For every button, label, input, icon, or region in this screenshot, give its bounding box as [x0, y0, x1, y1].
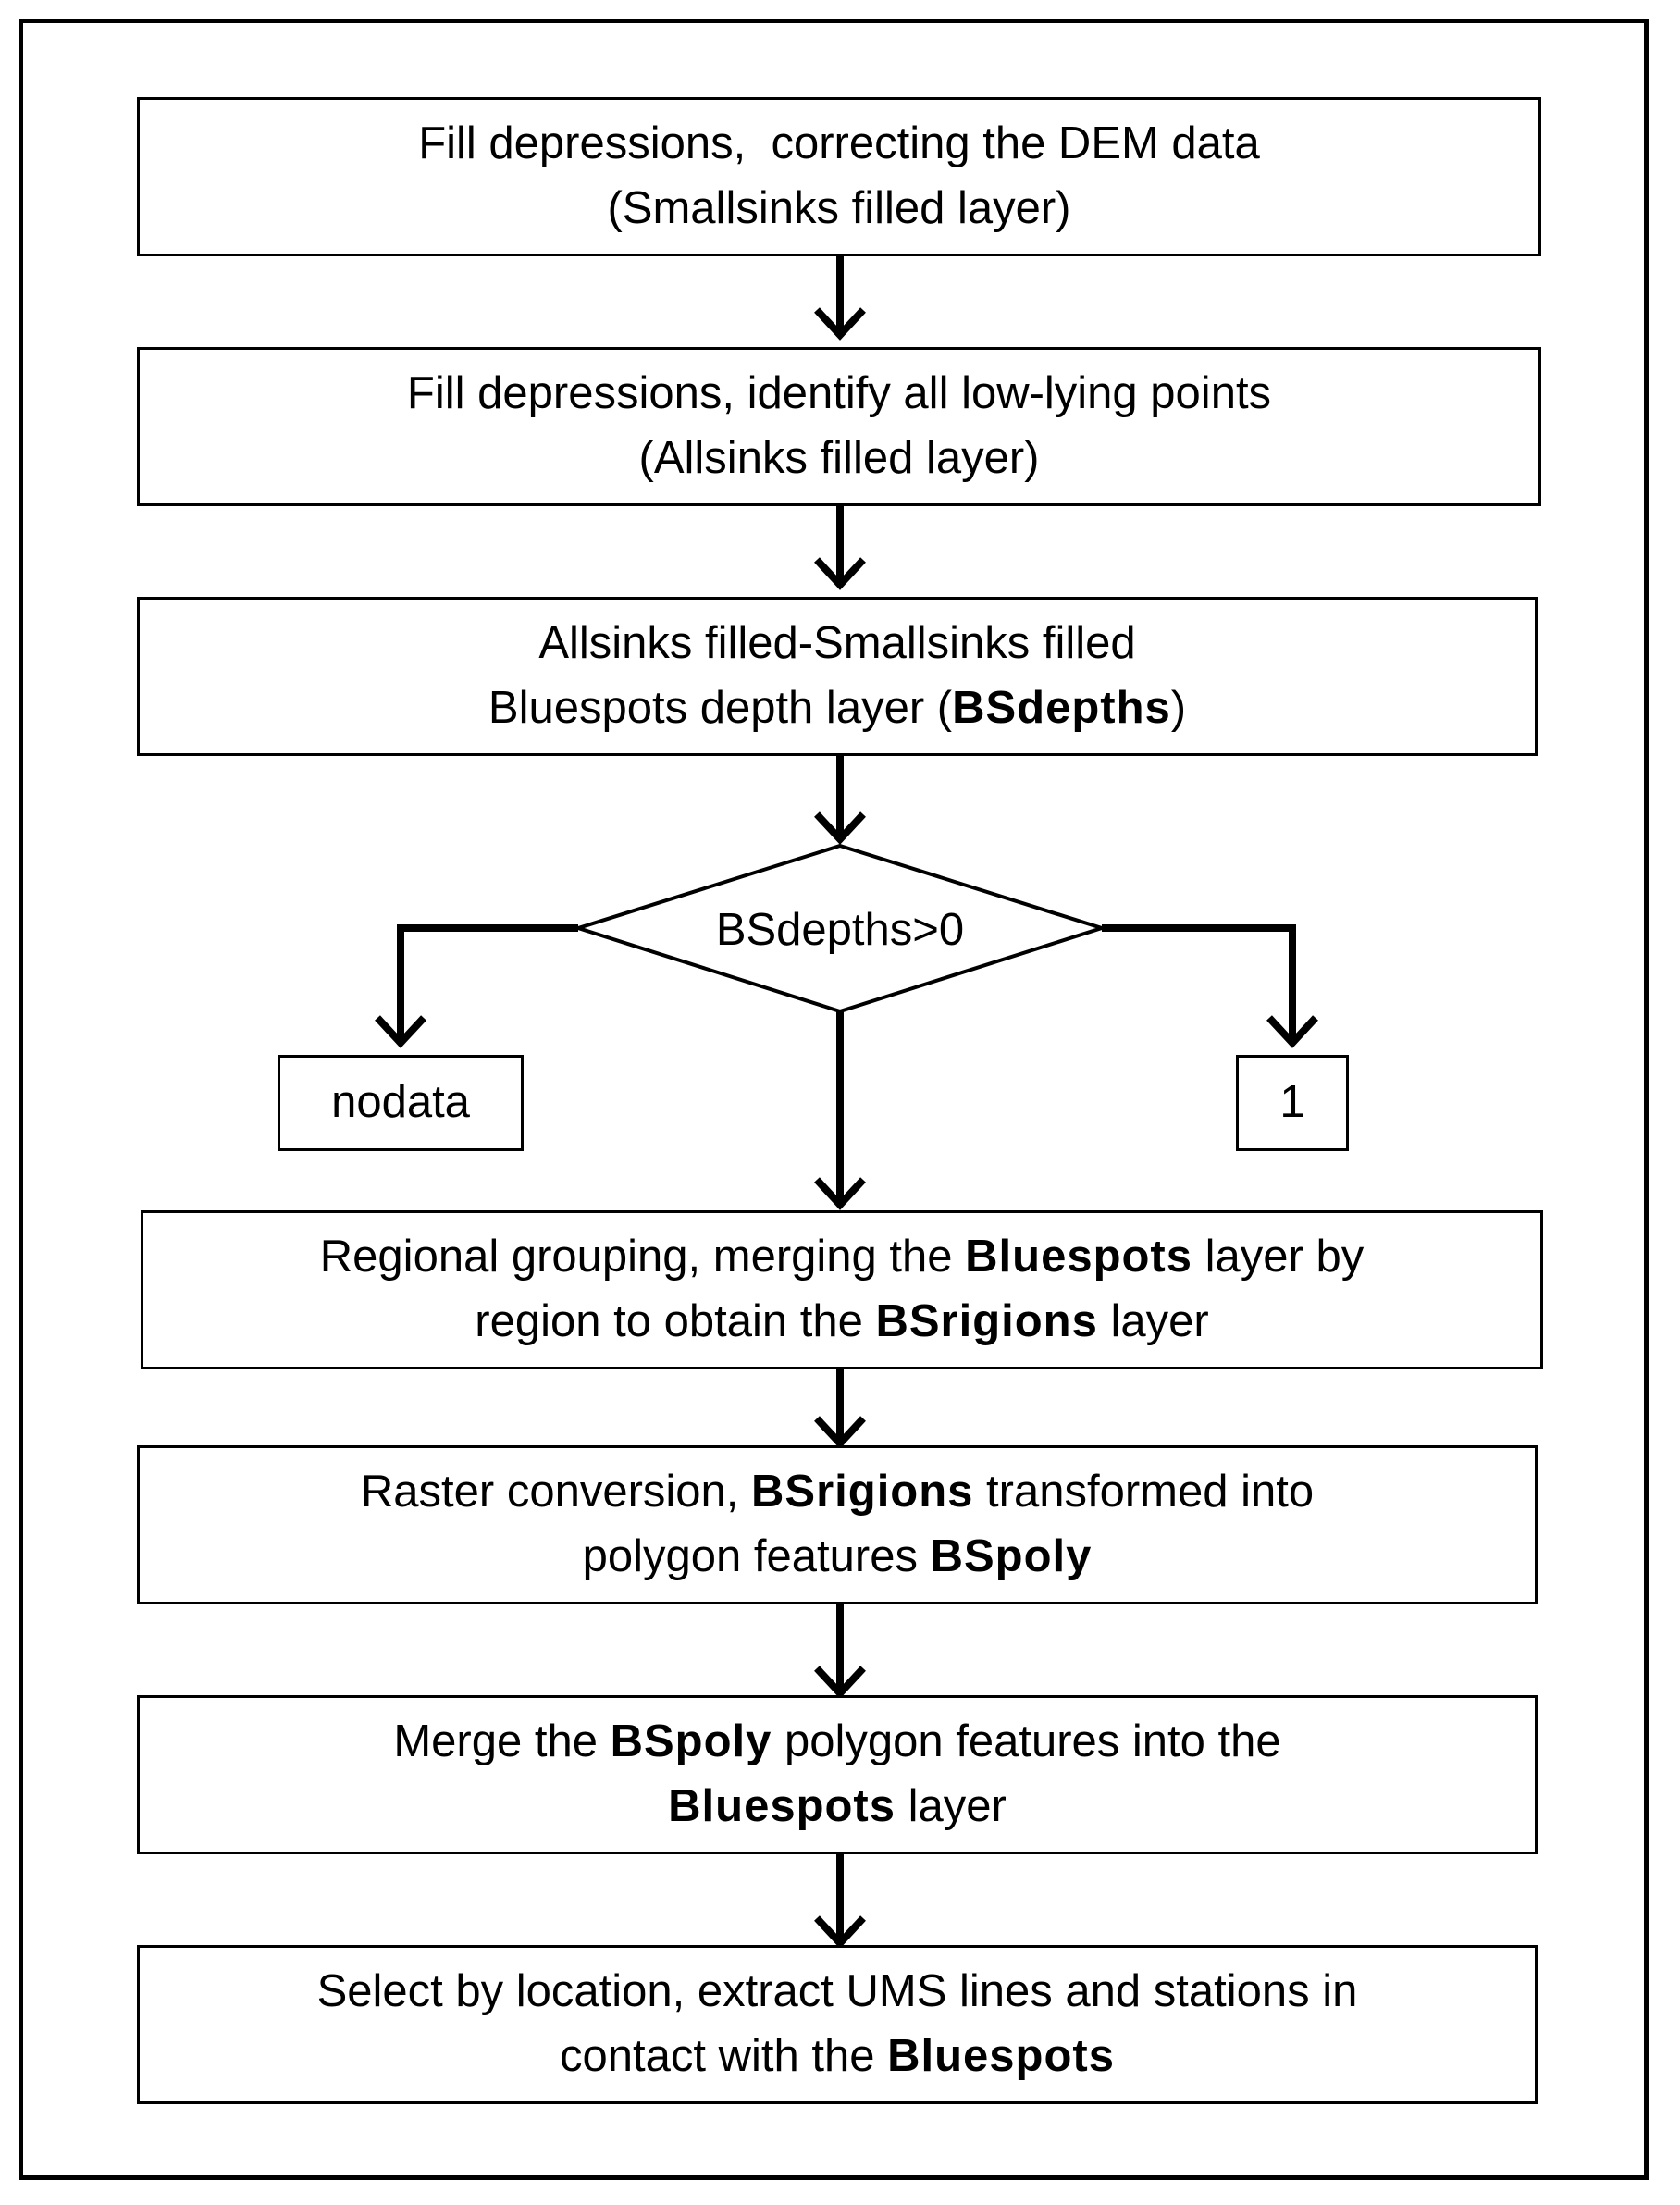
step-regional-grouping: Regional grouping, merging the Bluespots… — [141, 1210, 1543, 1369]
decision-label: BSdepths>0 — [715, 905, 965, 955]
bold-term: Bluespots — [965, 1232, 1193, 1282]
text-run: layer — [896, 1781, 1007, 1831]
step-line-2: region to obtain the BSrigions layer — [475, 1290, 1208, 1355]
text-run: polygon features into the — [772, 1716, 1281, 1767]
step-line-2: contact with the Bluespots — [560, 2025, 1115, 2089]
bold-term: BSdepths — [952, 683, 1171, 733]
bold-term: BSrigions — [875, 1296, 1098, 1346]
text-run: region to obtain the — [475, 1296, 876, 1346]
text-run: polygon features — [582, 1531, 931, 1581]
step-fill-depressions-allsinks: Fill depressions, identify all low-lying… — [137, 347, 1541, 506]
bold-term: BSpoly — [930, 1531, 1093, 1581]
output-nodata: nodata — [278, 1055, 524, 1151]
arrowhead-7 — [814, 1915, 866, 1949]
arrow-right-branch — [1102, 924, 1296, 1041]
step-select-by-location: Select by location, extract UMS lines an… — [137, 1945, 1538, 2104]
step-line-1: Allsinks filled-Smallsinks filled — [538, 612, 1135, 676]
text-run: (Smallsinks filled layer) — [607, 183, 1071, 233]
arrowhead-6 — [814, 1666, 866, 1699]
text-run: Regional grouping, merging the — [319, 1232, 966, 1282]
text-run: layer — [1097, 1296, 1209, 1346]
text-run: (Allsinks filled layer) — [638, 433, 1040, 483]
step-line-1: Regional grouping, merging the Bluespots… — [320, 1225, 1364, 1290]
bold-term: Bluespots — [887, 2031, 1115, 2081]
step-line-1: Fill depressions, identify all low-lying… — [407, 362, 1271, 427]
bold-term: Bluespots — [668, 1781, 896, 1831]
text-run: Bluespots depth layer ( — [488, 683, 953, 733]
output-one: 1 — [1236, 1055, 1349, 1151]
step-bluespots-depth: Allsinks filled-Smallsinks filled Bluesp… — [137, 597, 1538, 756]
step-line-2: (Allsinks filled layer) — [639, 427, 1040, 491]
figure-frame — [19, 19, 1649, 2180]
step-line-2: Bluespots depth layer (BSdepths) — [488, 676, 1186, 741]
bold-term: BSpoly — [610, 1716, 772, 1767]
step-merge-bspoly: Merge the BSpoly polygon features into t… — [137, 1695, 1538, 1854]
arrowhead-4 — [814, 1177, 866, 1210]
step-raster-conversion: Raster conversion, BSrigions transformed… — [137, 1445, 1538, 1604]
arrowhead-3 — [814, 811, 866, 845]
step-line-1: Merge the BSpoly polygon features into t… — [393, 1710, 1280, 1775]
step-line-2: Bluespots layer — [668, 1775, 1007, 1840]
arrowhead-5 — [814, 1416, 866, 1449]
step-line-1: Raster conversion, BSrigions transformed… — [361, 1460, 1314, 1525]
bold-term: BSrigions — [751, 1467, 974, 1517]
text-run: Fill depressions, identify all low-lying… — [406, 368, 1272, 419]
output-one-label: 1 — [1279, 1077, 1305, 1128]
step-line-1: Fill depressions, correcting the DEM dat… — [418, 112, 1260, 177]
text-run: ) — [1170, 683, 1187, 733]
text-run: Raster conversion, — [360, 1467, 752, 1517]
text-run: layer by — [1192, 1232, 1365, 1282]
arrowhead-left — [375, 1015, 426, 1048]
text-run: Select by location, extract UMS lines an… — [316, 1966, 1358, 2017]
text-run: contact with the — [560, 2031, 888, 2081]
arrowhead-right — [1266, 1015, 1318, 1048]
text-run: Allsinks filled-Smallsinks filled — [538, 618, 1136, 669]
output-nodata-label: nodata — [331, 1077, 470, 1128]
step-line-2: polygon features BSpoly — [583, 1525, 1093, 1590]
text-run: Merge the — [393, 1716, 611, 1767]
step-line-1: Select by location, extract UMS lines an… — [317, 1960, 1358, 2025]
arrowhead-2 — [814, 557, 866, 590]
step-fill-depressions-dem: Fill depressions, correcting the DEM dat… — [137, 97, 1541, 256]
text-run: transformed into — [973, 1467, 1315, 1517]
text-run: Fill depressions, correcting the DEM dat… — [418, 118, 1260, 169]
decision-diamond — [572, 843, 1108, 1014]
step-line-2: (Smallsinks filled layer) — [607, 177, 1070, 242]
arrow-left-branch — [397, 924, 578, 1041]
arrowhead-1 — [814, 307, 866, 341]
